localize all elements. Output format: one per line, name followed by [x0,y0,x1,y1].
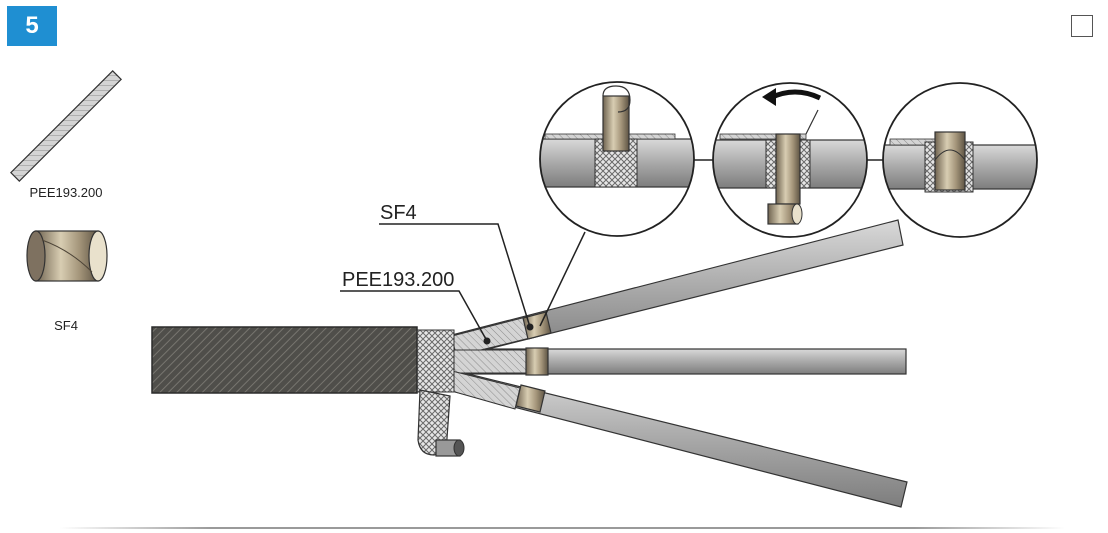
cable-assembly [151,219,908,508]
callout-sf4: SF4 [379,202,534,331]
callout-sf4-label: SF4 [380,202,417,224]
bottom-divider [60,527,1065,529]
detail-step-1 [539,81,695,237]
callout-pee: PEE193.200 [340,269,491,345]
step-number-badge: 5 [7,6,57,46]
detail-leader-line [539,231,586,327]
part-label-sleeve: PEE193.200 [29,185,102,200]
part-ring-icon [26,230,108,282]
step-complete-checkbox[interactable] [1071,15,1093,37]
part-label-ring: SF4 [54,318,78,333]
detail-step-3 [882,82,1038,238]
detail-step-2 [712,82,868,238]
callout-pee-label: PEE193.200 [342,269,454,291]
ring-lower [515,384,546,413]
ring-middle [525,347,549,376]
braid-tail [417,389,465,457]
part-sleeve-icon [9,69,123,183]
